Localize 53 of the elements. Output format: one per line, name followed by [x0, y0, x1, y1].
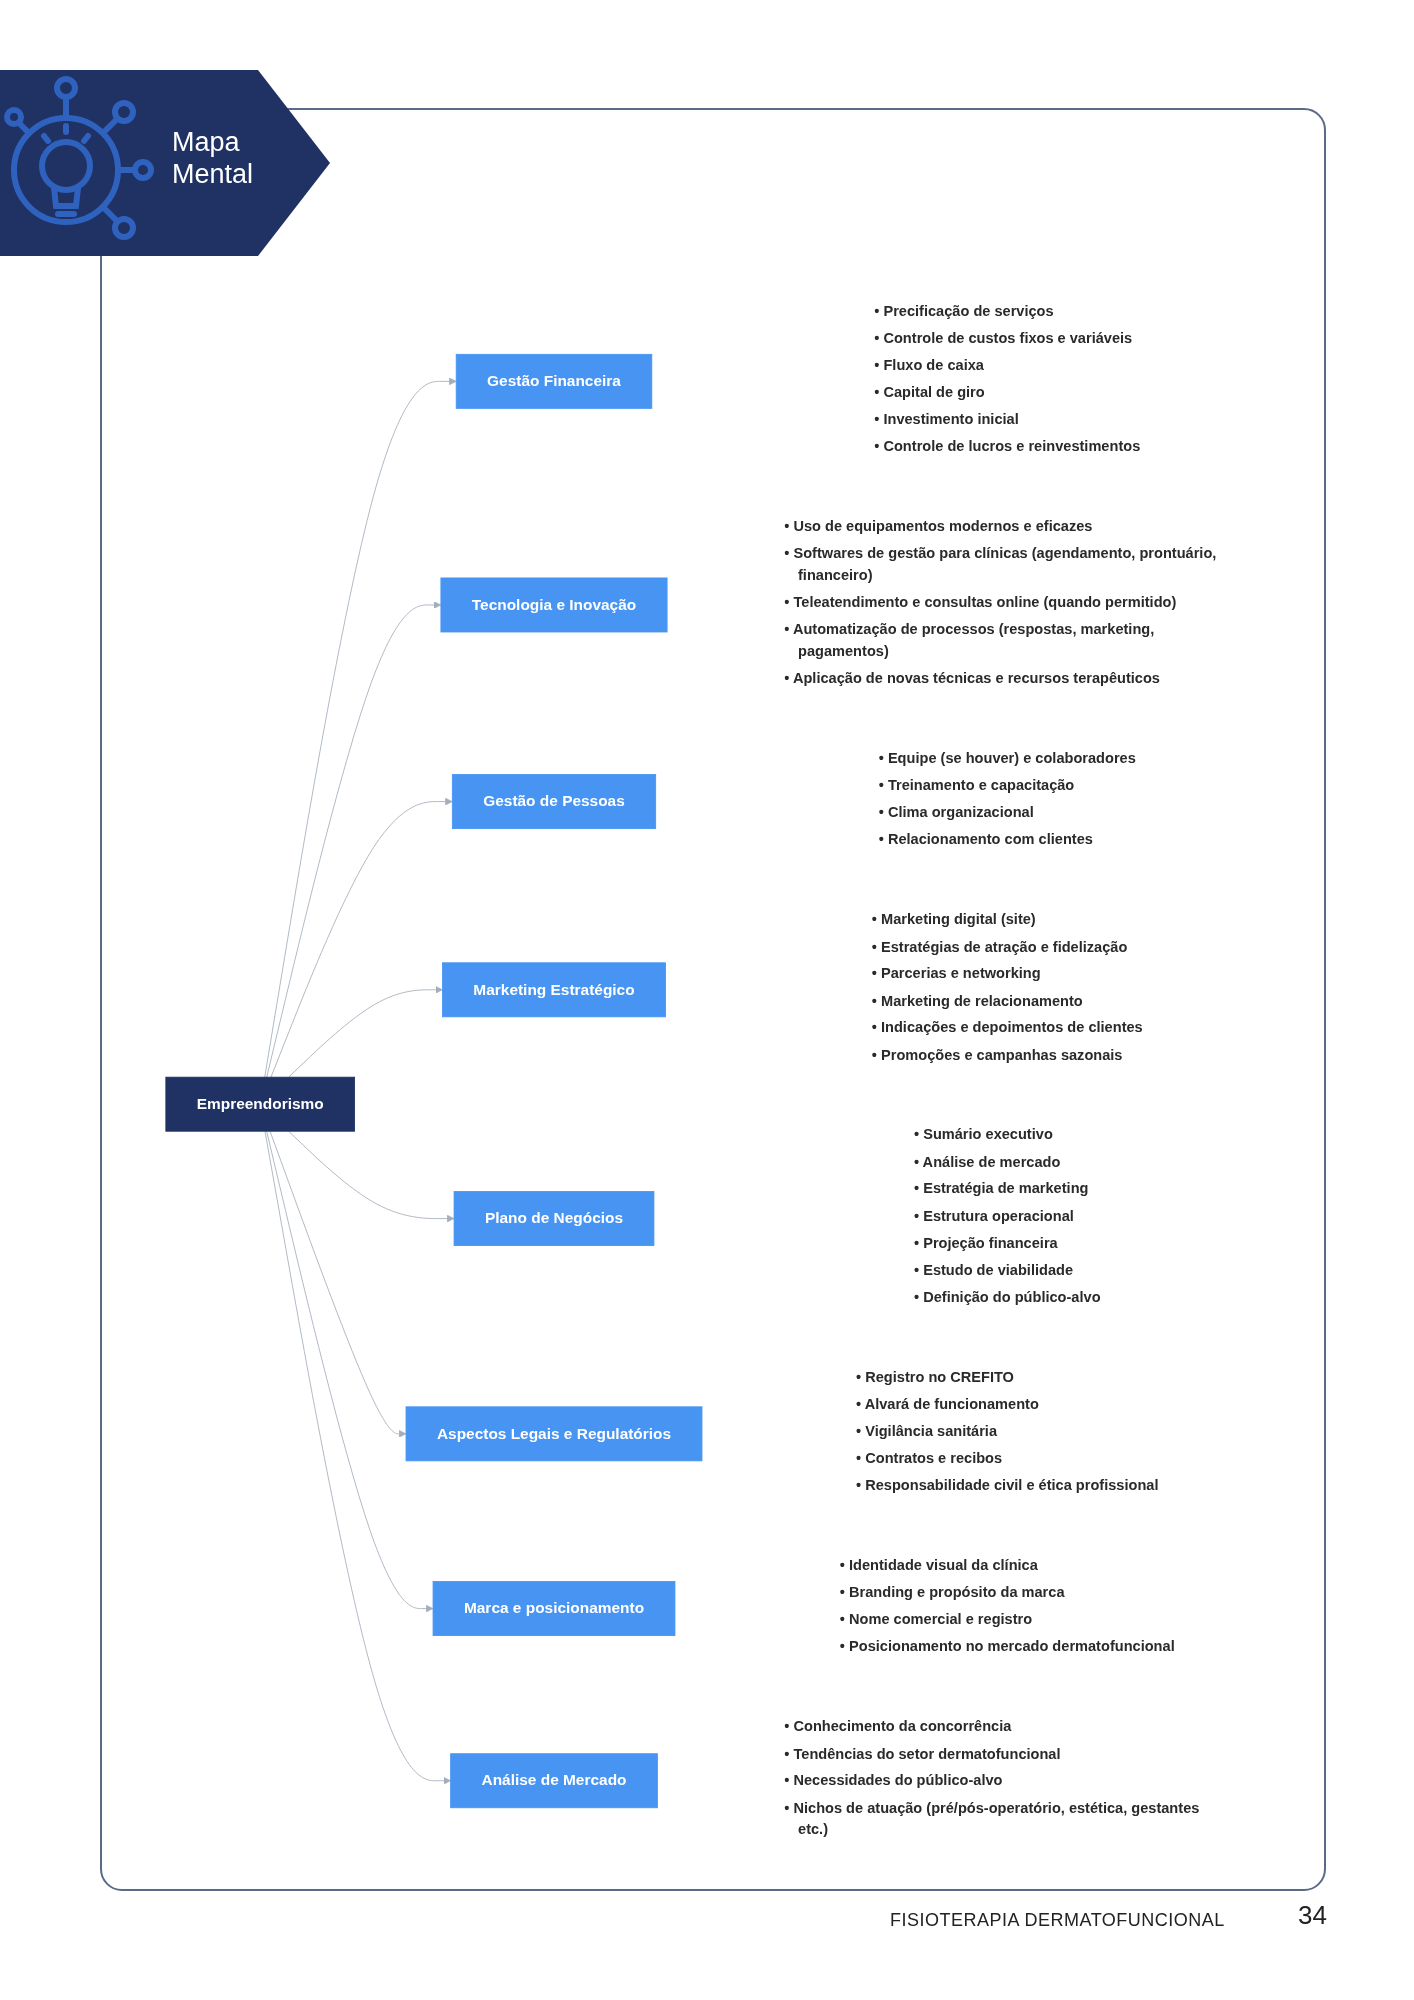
node-label: • Softwares de gestão para clínicas (agendamento, prontuário, financeiro) [783, 545, 1216, 584]
node-label: • Posicionamento no mercado dermatofuncional [839, 1638, 1175, 1655]
node-label: • Marketing de relacionamento [871, 992, 1083, 1009]
node-label: • Sumário executivo [913, 1126, 1053, 1143]
node-label: • Controle de custos fixos e variáveis [873, 329, 1132, 347]
node-label: • Definição do público-alvo [913, 1288, 1101, 1305]
node-label: • Promoções e campanhas sazonais [871, 1046, 1122, 1063]
node-box: Tecnologia e Inovação [440, 577, 667, 633]
node-label: • Nichos de atuação (pré/pós-operatório, estética, gestantes etc.) [783, 1799, 1199, 1838]
node-label: • Indicações e depoimentos de clientes [871, 1019, 1143, 1036]
node-box: Aspectos Legais e Regulatórios [405, 1406, 702, 1462]
node-label: • Marketing digital (site) [871, 911, 1036, 928]
node-box: Análise de Mercado [449, 1753, 658, 1809]
node-label: • Estudo de viabilidade [913, 1261, 1073, 1278]
node-label: • Branding e propósito da marca [839, 1584, 1065, 1601]
node-label: • Investimento inicial [873, 410, 1019, 428]
node-label: • Precificação de serviços [873, 302, 1054, 320]
node-label: • Necessidades do público-alvo [783, 1772, 1002, 1789]
page-number: 34 [1298, 1900, 1327, 1931]
node-box: Marca e posicionamento [432, 1581, 675, 1636]
node-label: • Treinamento e capacitação [878, 777, 1074, 794]
title: Mapa Mental [172, 126, 255, 190]
footer-text: FISIOTERAPIA DERMATOFUNCIONAL [890, 1910, 1225, 1931]
node-label: • Teleatendimento e consultas online (quando permitido) [783, 594, 1176, 611]
node-label: • Fluxo de caixa [873, 356, 984, 374]
node-label: • Estratégia de marketing [913, 1180, 1088, 1197]
node-label: • Relacionamento com clientes [878, 831, 1093, 848]
node-label: • Automatização de processos (respostas, marketing, pagamentos) [783, 621, 1154, 660]
node-box: Plano de Negócios [453, 1191, 654, 1246]
node-label: • Projeção financeira [913, 1234, 1058, 1251]
node-label: • Responsabilidade civil e ética profissional [855, 1476, 1159, 1494]
node-box: Gestão de Pessoas [451, 774, 656, 829]
node-label: • Contratos e recibos [855, 1449, 1002, 1467]
node-label: • Aplicação de novas técnicas e recursos terapêuticos [783, 669, 1160, 687]
node-label: • Uso de equipamentos modernos e eficazes [783, 518, 1092, 535]
node-label: • Vigilância sanitária [855, 1422, 997, 1440]
node-label: • Capital de giro [873, 383, 985, 401]
node-label: • Clima organizacional [878, 804, 1034, 821]
node-label: • Estrutura operacional [913, 1207, 1074, 1224]
node-label: • Tendências do setor dermatofuncional [783, 1745, 1061, 1762]
node-label: • Equipe (se houver) e colaboradores [878, 750, 1136, 767]
node-label: • Estratégias de atração e fidelização [871, 938, 1127, 955]
node-box: Empreendorismo [164, 1076, 355, 1132]
node-box: Marketing Estratégico [441, 962, 666, 1018]
node-box: Gestão Financeira [455, 353, 652, 409]
node-label: • Identidade visual da clínica [839, 1557, 1038, 1574]
node-label: • Nome comercial e registro [839, 1611, 1032, 1628]
node-label: • Controle de lucros e reinvestimentos [873, 437, 1140, 455]
node-label: • Análise de mercado [913, 1153, 1060, 1170]
node-label: • Registro no CREFITO [855, 1368, 1014, 1386]
node-label: • Alvará de funcionamento [855, 1395, 1039, 1413]
node-label: • Conhecimento da concorrência [783, 1718, 1011, 1735]
node-label: • Parcerias e networking [871, 965, 1041, 982]
